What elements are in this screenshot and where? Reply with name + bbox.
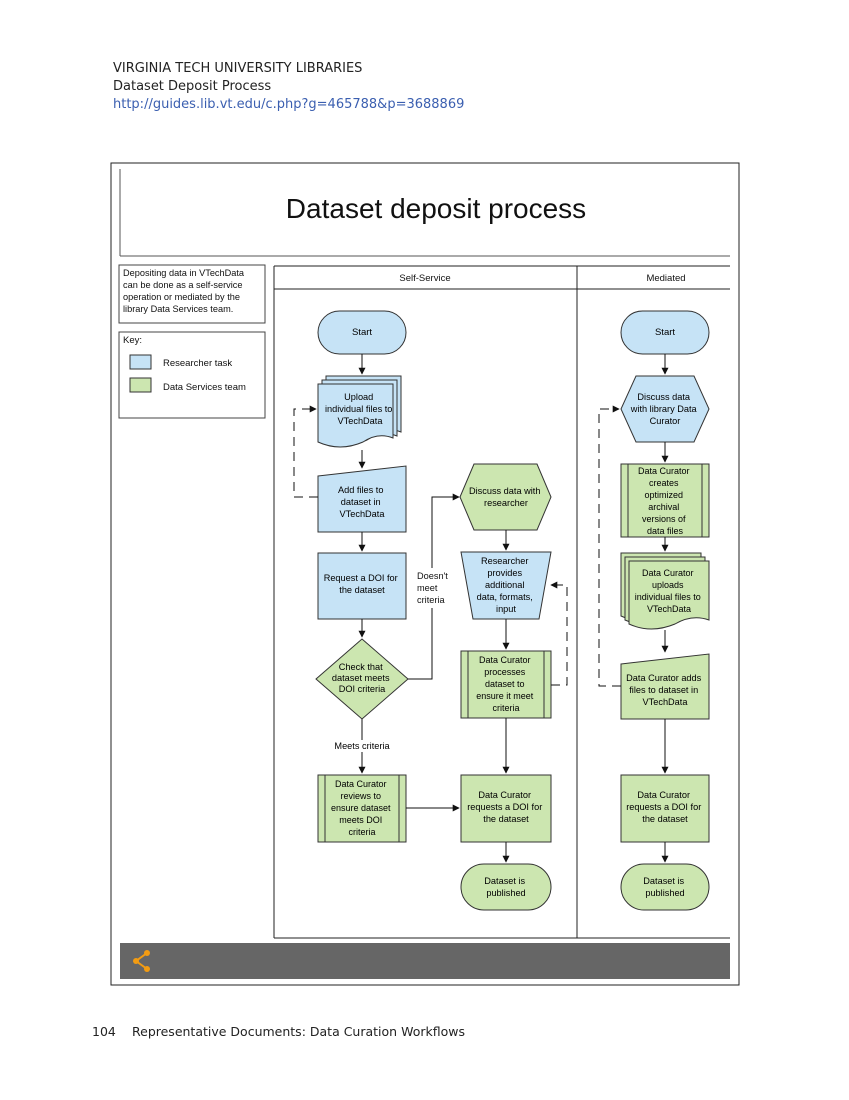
self-processes-label: Data Curator processes dataset to ensure…	[476, 655, 536, 713]
med-published-node	[620, 863, 710, 911]
page-number: 104	[92, 1024, 116, 1039]
self-discuss-label: Discuss data with researcher	[469, 486, 543, 508]
self-published-node	[460, 863, 552, 911]
self-start-node	[317, 310, 407, 355]
doesnt-meet-label: Doesn't meet criteria	[417, 571, 450, 605]
diagram-border	[110, 162, 740, 986]
institution-name: VIRGINIA TECH UNIVERSITY LIBRARIES	[113, 61, 363, 76]
intro-note-box	[118, 264, 266, 324]
self-check-node	[315, 638, 409, 720]
key-box	[118, 331, 266, 419]
self-check-label: Check that dataset meets DOI criteria	[332, 662, 392, 694]
meets-criteria-label: Meets criteria	[334, 741, 390, 751]
viewer-toolbar	[120, 943, 730, 979]
self-requests-node	[460, 774, 552, 843]
key-team-swatch	[129, 377, 152, 393]
lane-mediated: Mediated	[646, 273, 685, 284]
key-label: Key:	[123, 335, 142, 346]
lane-self-service: Self-Service	[399, 273, 450, 284]
self-request-doi-node	[317, 552, 407, 620]
med-start-label: Start	[655, 327, 675, 338]
intro-note: Depositing data in VTechData can be done…	[123, 268, 247, 314]
med-uploads-label: Data Curator uploads individual files to…	[635, 568, 704, 614]
key-team-label: Data Services team	[163, 382, 246, 393]
self-upload-node	[317, 375, 402, 448]
key-researcher-label: Researcher task	[163, 358, 232, 369]
share-icon[interactable]	[133, 950, 150, 972]
self-processes-node	[460, 650, 552, 719]
footer-section: Representative Documents: Data Curation …	[132, 1024, 465, 1039]
med-published-label: Dataset is published	[643, 876, 686, 898]
self-reviews-label: Data Curator reviews to ensure dataset m…	[331, 779, 393, 837]
med-creates-label: Data Curator creates optimized archival …	[638, 466, 692, 536]
med-discuss-label: Discuss data with library Data Curator	[630, 392, 699, 426]
self-requests-label: Data Curator requests a DOI for the data…	[467, 790, 545, 824]
source-link[interactable]: http://guides.lib.vt.edu/c.php?g=465788&…	[113, 97, 465, 112]
self-upload-label: Upload individual files to VTechData	[325, 392, 395, 426]
med-requests-label: Data Curator requests a DOI for the data…	[626, 790, 704, 824]
diagram-title: Dataset deposit process	[286, 193, 586, 224]
self-provides-label: Researcher provides additional data, for…	[477, 556, 536, 614]
page-footer: 104 Representative Documents: Data Curati…	[92, 1024, 465, 1039]
self-published-label: Dataset is published	[484, 876, 527, 898]
self-add-files-label: Add files to dataset in VTechData	[338, 485, 386, 519]
document-title: Dataset Deposit Process	[113, 79, 272, 94]
self-provides-node	[460, 551, 552, 620]
self-add-files-node	[317, 465, 407, 533]
med-discuss-node	[620, 375, 710, 443]
self-discuss-node	[459, 463, 552, 531]
med-start-node	[620, 310, 710, 355]
key-researcher-swatch	[129, 354, 152, 370]
self-start-label: Start	[352, 327, 372, 338]
med-uploads-node	[620, 552, 710, 630]
self-reviews-node	[317, 774, 407, 843]
med-requests-node	[620, 774, 710, 843]
med-adds-node	[620, 653, 710, 720]
self-request-doi-label: Request a DOI for the dataset	[324, 573, 401, 595]
med-adds-label: Data Curator adds files to dataset in VT…	[626, 673, 704, 707]
med-creates-node	[620, 463, 710, 538]
